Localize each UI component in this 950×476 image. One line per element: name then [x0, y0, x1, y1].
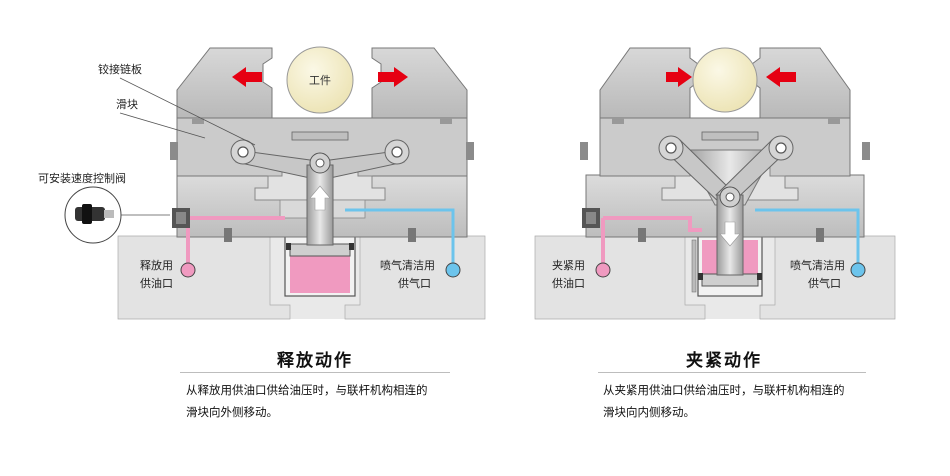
speed-valve-label: 可安装速度控制阀	[38, 171, 126, 185]
clamp-divider	[598, 372, 866, 373]
piston-arrow-up	[309, 185, 331, 211]
jaw-arrow-right	[378, 67, 408, 87]
slider-label: 滑块	[116, 98, 138, 111]
right-callouts: 夹紧用 供油口 喷气清洁用 供气口	[552, 258, 845, 290]
clamp-oil-line	[601, 216, 702, 266]
air-port-left	[445, 262, 461, 278]
release-divider	[180, 372, 450, 373]
oil-chamber	[290, 256, 350, 293]
left-callouts: 铰接链板 滑块 可安装速度控制阀 释放用 供油口 喷气清洁用 供气口	[38, 62, 435, 290]
clamp-arrow-right	[766, 67, 796, 87]
jaw-arrow-left	[232, 67, 262, 87]
air-port-right-line1: 喷气清洁用	[790, 258, 845, 272]
release-description: 从释放用供油口供给油压时，与联杆机构相连的 滑块向外侧移动。	[186, 379, 428, 423]
release-oil-port-line1: 释放用	[140, 258, 173, 272]
release-desc-line2: 滑块向外侧移动。	[186, 405, 278, 419]
release-diagram: 工件	[117, 46, 486, 320]
left-jaw	[176, 47, 273, 119]
clamped-workpiece	[692, 47, 758, 113]
clamp-diagram	[534, 47, 896, 320]
piston	[289, 243, 351, 257]
air-line-right	[755, 208, 860, 266]
clamp-title: 夹紧动作	[686, 351, 762, 371]
workpiece-label: 工件	[309, 74, 331, 87]
clamp-arrow-left	[666, 67, 692, 87]
workpiece	[286, 46, 354, 114]
clamp-oil-port-line1: 夹紧用	[552, 259, 585, 272]
piston-arrow-down	[719, 221, 741, 247]
release-oil-port-line2: 供油口	[140, 276, 173, 290]
release-oil-port	[180, 262, 196, 278]
release-title: 释放动作	[277, 351, 353, 371]
air-port-left-line1: 喷气清洁用	[380, 258, 435, 272]
clamp-desc-line2: 滑块向内侧移动。	[603, 405, 695, 419]
air-port-left-line2: 供气口	[398, 276, 431, 290]
clamp-desc-line1: 从夹紧用供油口供给油压时，与联杆机构相连的	[603, 383, 845, 397]
clamp-description: 从夹紧用供油口供给油压时，与联杆机构相连的 滑块向内侧移动。	[603, 379, 845, 423]
toggle-plate-label: 铰接链板	[98, 62, 142, 76]
air-port-right-line2: 供气口	[808, 276, 841, 290]
release-desc-line1: 从释放用供油口供给油压时，与联杆机构相连的	[186, 383, 428, 397]
air-line-left	[345, 208, 455, 266]
clamp-oil-port-line2: 供油口	[552, 276, 585, 290]
right-jaw	[371, 47, 468, 119]
